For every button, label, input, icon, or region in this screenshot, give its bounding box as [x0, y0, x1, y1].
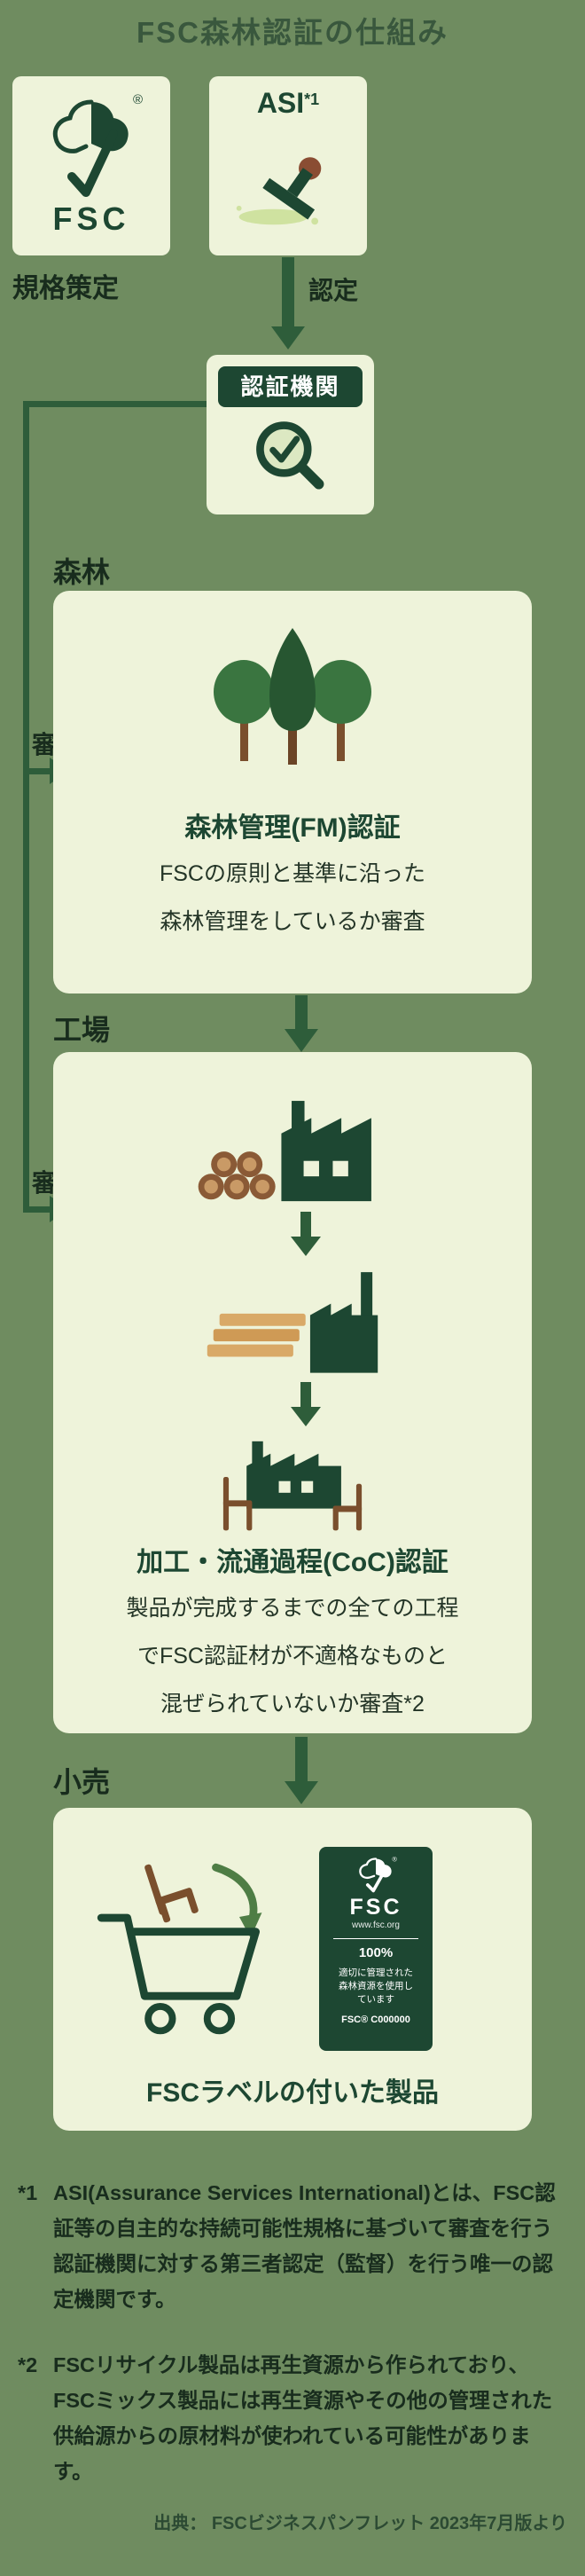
footnote-1-marker: *1	[18, 2181, 38, 2204]
section-tag-forest: 森林	[53, 556, 111, 588]
section-tag-factory: 工場	[53, 1014, 111, 1046]
certification-body-name: 認証機関	[218, 366, 363, 407]
forest-description: FSCの原則と基準に沿った 森林管理をしているか審査	[53, 850, 532, 946]
fsc-claim-line-2: 森林資源を使用し	[339, 1981, 413, 1991]
asi-panel: ASI*1	[209, 76, 367, 255]
factory-heading: 加工・流通過程(CoC)認証	[136, 1548, 448, 1577]
source-credit: 出典： FSCビジネスパンフレット 2023年7月版より	[153, 2514, 567, 2533]
furniture-factory-icon	[222, 1441, 363, 1531]
fsc-label-brand: FSC	[349, 1895, 402, 1920]
fsc-logo-icon: ® FSC	[53, 92, 144, 237]
log-factory-icon	[198, 1101, 371, 1202]
asi-note-ref: *1	[304, 90, 320, 108]
fsc-mini-logo-icon: ®	[359, 1855, 397, 1893]
factory-step-arrow-2-head	[291, 1407, 321, 1426]
fsc-label-claim: 適切に管理された 森林資源を使用し ています	[319, 1967, 433, 2007]
lumber-factory-icon	[207, 1272, 378, 1373]
footnote-2-text: FSCリサイクル製品は再生資源から作られており、FSCミックス製品には再生資源や…	[53, 2353, 553, 2483]
flow-arrow-factory-retail-shaft	[295, 1737, 308, 1781]
asi-name-text: ASI	[256, 87, 305, 119]
asi-name: ASI*1	[209, 87, 367, 120]
footnote-1-text: ASI(Assurance Services International)とは、…	[53, 2181, 556, 2311]
factory-step-arrow-1-shaft	[300, 1212, 311, 1237]
fsc-label-percent: 100%	[358, 1945, 394, 1960]
fsc-role-label: 規格策定	[12, 274, 119, 303]
fsc-claim-line-1: 適切に管理された	[339, 1967, 413, 1978]
cart-chair-icon	[97, 1863, 262, 2035]
audit-arrow-factory-shaft	[23, 1206, 50, 1213]
flow-arrow-factory-retail-head	[285, 1781, 318, 1804]
fsc-certified-label: ® FSC www.fsc.org 100% 適切に管理された 森林資源を使用し…	[319, 1847, 433, 2051]
factory-line-2: でFSC認証材が不適格なものと	[136, 1644, 448, 1669]
retail-panel: ® FSC www.fsc.org 100% 適切に管理された 森林資源を使用し…	[53, 1808, 532, 2131]
audit-connector-vertical	[23, 401, 29, 1213]
factory-description: 製品が完成するまでの全ての工程 でFSC認証材が不適格なものと 混ぜられていない…	[53, 1584, 532, 1728]
footnotes: *1 ASI(Assurance Services International)…	[18, 2175, 569, 2489]
certification-body-panel: 認証機関	[207, 355, 374, 514]
trees-icon	[214, 628, 371, 765]
page-title: FSC森林認証の仕組み	[136, 16, 448, 49]
forest-line-2: 森林管理をしているか審査	[160, 909, 425, 934]
fsc-label-license: FSC® C000000	[341, 2014, 410, 2025]
accreditation-arrow-shaft	[282, 257, 294, 326]
audit-connector-top	[23, 401, 207, 407]
forest-panel: 森林管理(FM)認証 FSCの原則と基準に沿った 森林管理をしているか審査	[53, 591, 532, 993]
factory-line-3: 混ぜられていないか審査*2	[160, 1692, 425, 1716]
fsc-label-divider	[333, 1938, 418, 1939]
fsc-claim-line-3: ています	[357, 1994, 394, 2005]
footnote-1: *1 ASI(Assurance Services International)…	[18, 2175, 569, 2317]
section-tag-retail: 小売	[53, 1766, 111, 1798]
retail-heading: FSCラベルの付いた製品	[146, 2078, 439, 2108]
audit-arrow-forest-shaft	[23, 768, 50, 774]
stamp-icon	[236, 157, 322, 225]
fsc-label-url: www.fsc.org	[352, 1920, 400, 1930]
forest-line-1: FSCの原則と基準に沿った	[159, 861, 425, 886]
fsc-panel: ® FSC	[12, 76, 170, 255]
accreditation-arrow-head	[271, 326, 305, 349]
factory-panel: 加工・流通過程(CoC)認証 製品が完成するまでの全ての工程 でFSC認証材が不…	[53, 1052, 532, 1733]
footnote-2: *2 FSCリサイクル製品は再生資源から作られており、FSCミックス製品には再生…	[18, 2347, 569, 2489]
flow-arrow-forest-factory-shaft	[295, 995, 308, 1029]
magnifier-check-icon	[256, 421, 324, 490]
accreditation-label: 認定	[308, 277, 359, 304]
factory-step-arrow-2-shaft	[300, 1382, 311, 1407]
flow-arrow-forest-factory-head	[285, 1029, 318, 1052]
footnote-2-marker: *2	[18, 2353, 38, 2376]
svg-text:FSC: FSC	[53, 200, 130, 237]
factory-line-1: 製品が完成するまでの全ての工程	[126, 1596, 459, 1621]
forest-heading: 森林管理(FM)認証	[184, 813, 401, 843]
factory-step-arrow-1-head	[291, 1237, 321, 1256]
svg-text:®: ®	[392, 1855, 397, 1863]
svg-text:®: ®	[133, 92, 143, 107]
